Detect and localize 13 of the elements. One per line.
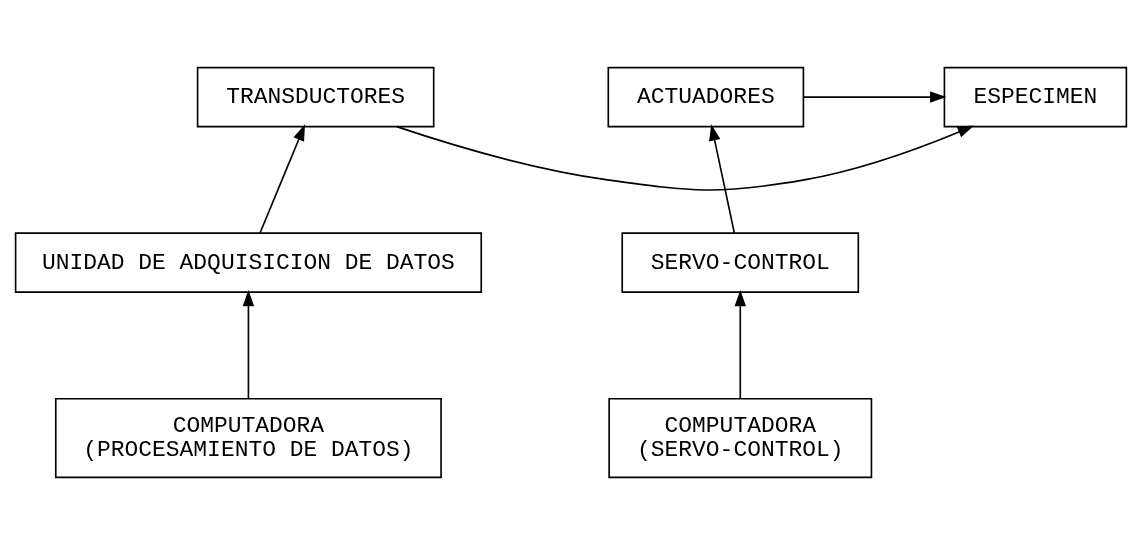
arrow: [734, 289, 747, 400]
node-box: ACTUADORES: [607, 66, 805, 128]
node-box: SERVO-CONTROL: [621, 232, 860, 293]
node-box: TRANSDUCTORES: [196, 66, 435, 128]
arrow: [802, 91, 947, 103]
arrow: [395, 125, 975, 191]
arrow: [242, 289, 255, 400]
arrow: [259, 124, 305, 234]
node-box: COMPUTADORA (PROCESAMIENTO DE DATOS): [54, 397, 442, 479]
node-box: ESPECIMEN: [943, 66, 1128, 128]
arrow: [709, 124, 736, 234]
node-box: COMPUTADORA (SERVO-CONTROL): [608, 397, 873, 479]
node-box: UNIDAD DE ADQUISICION DE DATOS: [14, 232, 483, 293]
